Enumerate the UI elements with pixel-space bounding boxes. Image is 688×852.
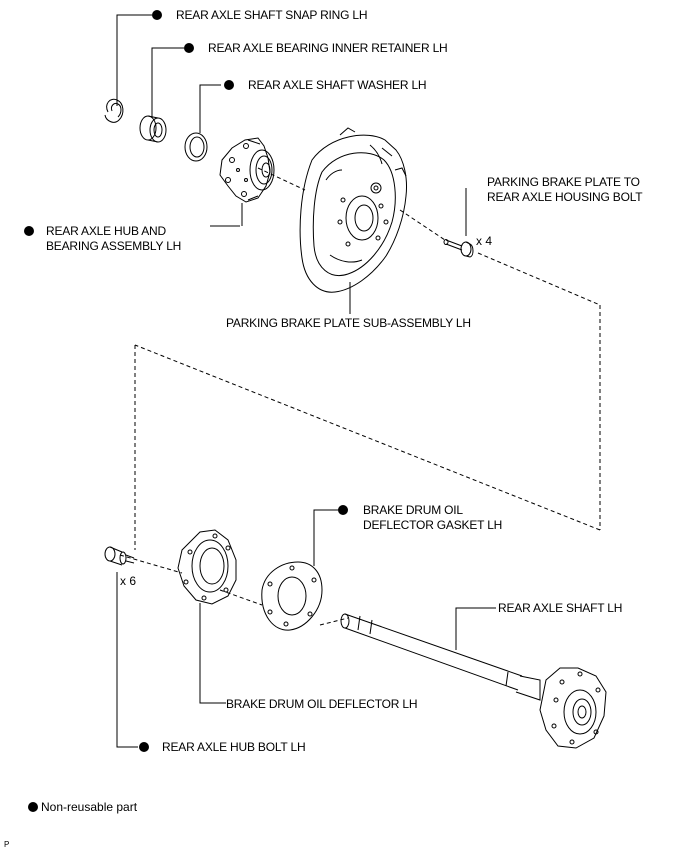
hub-bolt-quantity: x 6 xyxy=(120,574,137,588)
plate-bolt-drawing xyxy=(443,239,474,258)
filled-circle-icon xyxy=(28,802,38,812)
label-gasket-line2: DEFLECTOR GASKET LH xyxy=(363,518,503,532)
inner-retainer-drawing xyxy=(139,115,167,143)
leader-lines-upper xyxy=(116,14,467,314)
washer-drawing xyxy=(184,132,208,162)
non-reusable-dot-icon xyxy=(224,80,234,90)
axle-shaft-drawing xyxy=(340,613,607,749)
snap-ring-drawing xyxy=(104,98,124,123)
label-gasket-line1: BRAKE DRUM OIL xyxy=(363,503,463,517)
brake-plate-drawing xyxy=(299,127,407,293)
label-plate-bolt-line2: REAR AXLE HOUSING BOLT xyxy=(487,190,643,204)
label-snap-ring: REAR AXLE SHAFT SNAP RING LH xyxy=(176,8,368,22)
non-reusable-dot-icon xyxy=(338,505,348,515)
hub-bearing-drawing xyxy=(219,137,275,203)
label-washer: REAR AXLE SHAFT WASHER LH xyxy=(248,78,427,92)
non-reusable-dot-icon xyxy=(24,226,34,236)
plate-bolt-quantity: x 4 xyxy=(476,234,493,248)
label-brake-plate: PARKING BRAKE PLATE SUB-ASSEMBLY LH xyxy=(226,316,471,330)
label-plate-bolt-line1: PARKING BRAKE PLATE TO xyxy=(487,175,640,189)
gasket-drawing xyxy=(261,561,323,631)
dashed-assembly-lines xyxy=(119,167,601,626)
label-hub-bearing-line2: BEARING ASSEMBLY LH xyxy=(46,239,182,253)
non-reusable-dot-icon xyxy=(139,742,149,752)
non-reusable-dot-icon xyxy=(184,43,194,53)
legend: Non-reusable part xyxy=(28,800,137,814)
corner-mark: P xyxy=(4,840,10,849)
label-deflector: BRAKE DRUM OIL DEFLECTOR LH xyxy=(226,697,418,711)
deflector-drawing xyxy=(177,529,237,605)
label-hub-bearing-line1: REAR AXLE HUB AND xyxy=(46,224,166,238)
label-inner-retainer: REAR AXLE BEARING INNER RETAINER LH xyxy=(208,41,448,55)
hub-bolt-drawing xyxy=(104,546,135,566)
label-axle-shaft: REAR AXLE SHAFT LH xyxy=(498,601,623,615)
non-reusable-dot-icon xyxy=(152,10,162,20)
label-hub-bolt: REAR AXLE HUB BOLT LH xyxy=(162,740,306,754)
legend-text: Non-reusable part xyxy=(41,800,138,814)
leader-lines-lower xyxy=(116,509,496,748)
